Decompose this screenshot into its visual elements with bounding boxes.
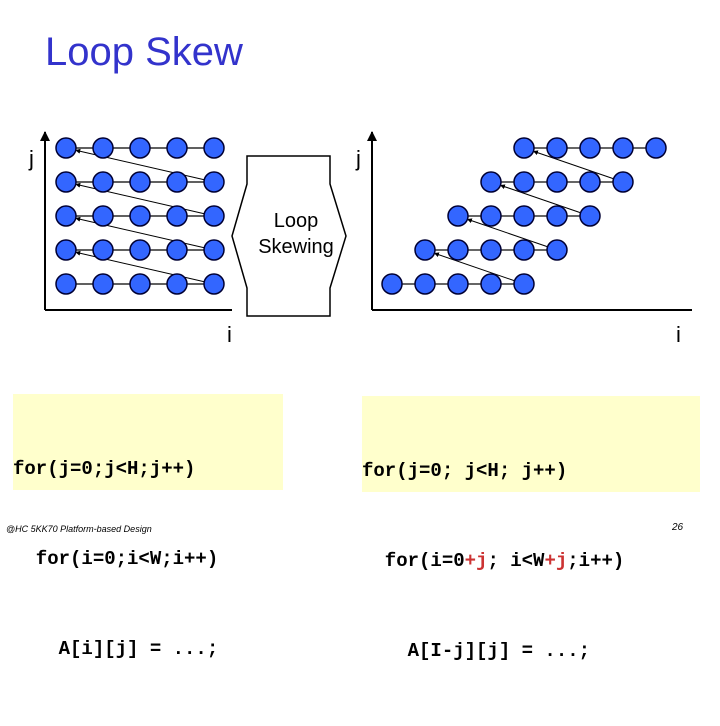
right-iteration-node [546, 171, 568, 193]
right-traversal-arrow [466, 218, 548, 248]
code-before-line-1: for(j=0;j<H;j++) [13, 458, 196, 480]
right-iteration-node [414, 273, 436, 295]
right-iteration-node [645, 137, 667, 159]
right-iteration-node [579, 205, 601, 227]
left-iteration-node [129, 171, 151, 193]
left-iteration-node [166, 137, 188, 159]
code-after: for(j=0; j<H; j++) for(i=0+j; i<W+j;i++)… [362, 396, 700, 662]
page-number: 26 [672, 522, 684, 533]
right-iteration-node [513, 137, 535, 159]
code-after-line-1: for(j=0; j<H; j++) [362, 460, 568, 482]
left-iteration-node [203, 171, 225, 193]
right-iteration-node [612, 171, 634, 193]
right-iteration-node [447, 205, 469, 227]
left-iteration-node [92, 137, 114, 159]
code-after-line-2-a: for(i=0 [362, 550, 465, 572]
diagram-canvas [40, 131, 692, 317]
left-y-axis-label: j [29, 146, 34, 171]
footer: @HC 5KK70 Platform-based Design [6, 524, 152, 534]
left-iteration-node [129, 239, 151, 261]
right-iteration-node [447, 239, 469, 261]
code-after-line-2-highlight-2: +j [544, 550, 568, 572]
slide: Loop Skew j i j i Loop Skewing for(j=0;j… [6, 30, 700, 662]
right-iteration-node [480, 239, 502, 261]
left-iteration-node [92, 273, 114, 295]
right-iteration-node [546, 205, 568, 227]
right-iteration-node [480, 171, 502, 193]
right-iteration-node [513, 239, 535, 261]
left-iteration-node [55, 239, 77, 261]
right-iteration-node [381, 273, 403, 295]
left-iteration-node [203, 239, 225, 261]
code-after-line-3: A[I-j][j] = ...; [362, 640, 591, 662]
right-x-axis-label: i [676, 322, 681, 347]
left-iteration-node [203, 137, 225, 159]
right-iteration-node [480, 273, 502, 295]
left-iteration-node [129, 205, 151, 227]
right-iteration-node [513, 205, 535, 227]
right-iteration-node [513, 273, 535, 295]
right-iteration-node [579, 171, 601, 193]
left-iteration-node [55, 171, 77, 193]
right-iteration-node [513, 171, 535, 193]
left-iteration-node [55, 137, 77, 159]
transform-label-line1: Loop [273, 210, 319, 232]
left-x-axis-label: i [227, 322, 232, 347]
right-traversal-arrow [433, 252, 515, 282]
code-before-line-2: for(i=0;i<W;i++) [13, 548, 219, 570]
right-iteration-node [414, 239, 436, 261]
right-iteration-node [480, 205, 502, 227]
arrow-frame [231, 155, 347, 317]
left-iteration-node [203, 205, 225, 227]
right-iteration-node [612, 137, 634, 159]
left-iteration-node [166, 205, 188, 227]
code-before: for(j=0;j<H;j++) for(i=0;i<W;i++) A[i][j… [13, 394, 283, 660]
slide-title: Loop Skew [45, 30, 243, 74]
right-traversal-arrow [532, 150, 614, 180]
left-iteration-node [92, 171, 114, 193]
right-iteration-node [546, 239, 568, 261]
right-iteration-node [447, 273, 469, 295]
right-y-axis-label: j [356, 146, 361, 171]
code-after-line-2-e: ;i++) [567, 550, 625, 572]
left-iteration-node [203, 273, 225, 295]
right-iteration-node [579, 137, 601, 159]
transform-label: Loop Skewing [236, 208, 356, 260]
code-after-line-2-highlight-1: +j [464, 550, 488, 572]
code-before-line-3: A[i][j] = ...; [13, 638, 219, 660]
right-traversal-arrow [499, 184, 581, 214]
left-iteration-node [55, 273, 77, 295]
left-iteration-node [55, 205, 77, 227]
left-iteration-node [129, 137, 151, 159]
left-iteration-node [129, 273, 151, 295]
transform-label-line2: Skewing [258, 236, 334, 258]
left-iteration-node [166, 273, 188, 295]
left-iteration-node [92, 239, 114, 261]
right-iteration-node [546, 137, 568, 159]
left-iteration-node [166, 171, 188, 193]
left-iteration-node [92, 205, 114, 227]
code-after-line-2-c: ; i<W [487, 550, 545, 572]
code-after-line-2: for(i=0+j; i<W+j;i++) [362, 546, 700, 576]
left-iteration-node [166, 239, 188, 261]
